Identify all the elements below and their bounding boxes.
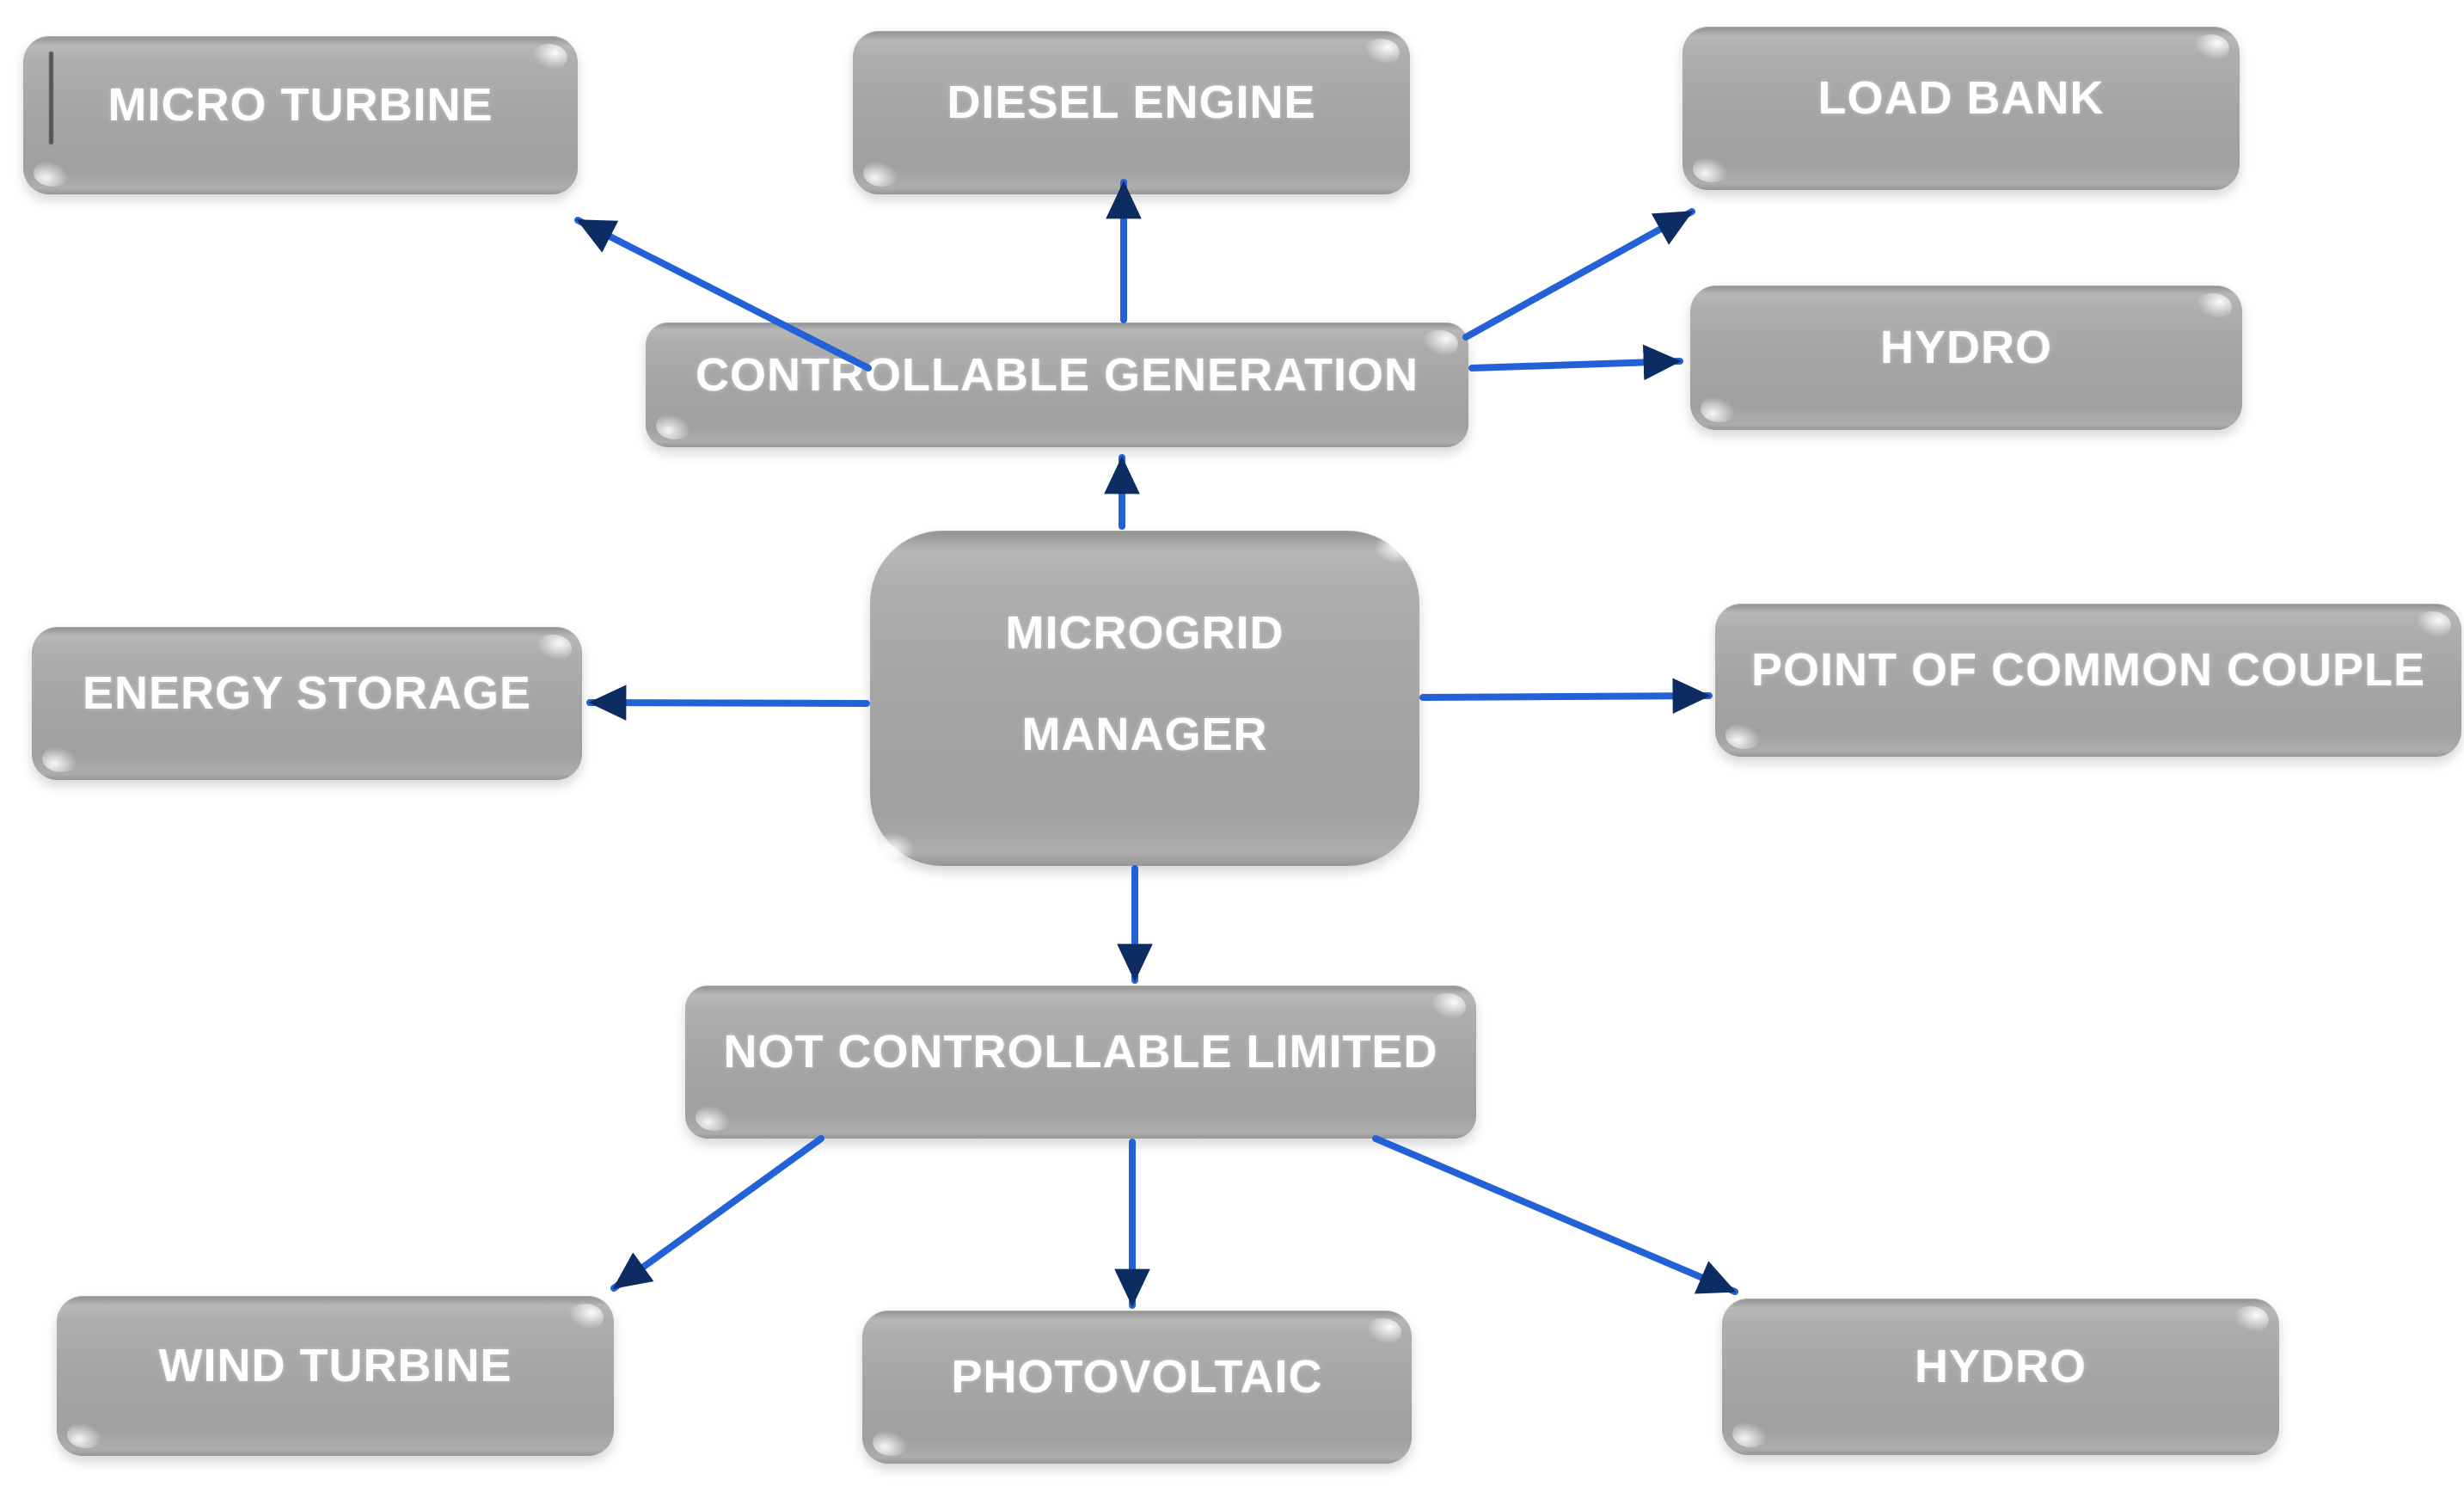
node-label: PHOTOVOLTAIC — [951, 1351, 1323, 1403]
node-hydro-top: HYDRO — [1690, 286, 2242, 430]
arrow-not-controllable-limited-to-hydro — [1372, 1135, 1738, 1295]
arrow-microgrid-manager-to-point-of-common-couple — [1419, 678, 1713, 715]
node-photovoltaic: PHOTOVOLTAIC — [862, 1311, 1412, 1464]
node-load-bank: LOAD BANK — [1683, 27, 2240, 190]
node-wind-turbine: WIND TURBINE — [57, 1296, 614, 1456]
node-microgrid-manager: MICROGRID MANAGER — [870, 531, 1419, 866]
node-point-of-common-couple: POINT OF COMMON COUPLE — [1715, 604, 2461, 757]
arrow-controllable-generation-to-hydro — [1468, 344, 1683, 381]
node-label: ENERGY STORAGE — [82, 667, 532, 719]
arrow-controllable-generation-to-micro-turbine — [574, 217, 872, 372]
node-controllable-generation: CONTROLLABLE GENERATION — [646, 322, 1468, 447]
node-label: HYDRO — [1914, 1341, 2087, 1392]
node-label: MICRO TURBINE — [107, 79, 493, 131]
node-label: DIESEL ENGINE — [947, 77, 1316, 128]
text-cursor — [49, 52, 53, 144]
node-label-line-1: MICROGRID — [1005, 607, 1284, 659]
node-label-line-2: MANAGER — [1021, 709, 1268, 760]
node-label: LOAD BANK — [1817, 72, 2105, 124]
node-micro-turbine: MICRO TURBINE — [23, 36, 578, 194]
node-label: HYDRO — [1879, 322, 2052, 373]
node-label: CONTROLLABLE GENERATION — [696, 348, 1419, 401]
node-label: POINT OF COMMON COUPLE — [1751, 644, 2425, 696]
node-label: NOT CONTROLLABLE LIMITED — [723, 1026, 1438, 1078]
node-label: WIND TURBINE — [158, 1340, 512, 1391]
node-not-controllable-limited: NOT CONTROLLABLE LIMITED — [685, 986, 1476, 1139]
arrow-controllable-generation-to-load-bank — [1462, 208, 1695, 341]
node-energy-storage: ENERGY STORAGE — [32, 627, 582, 780]
node-hydro-bottom: HYDRO — [1722, 1299, 2279, 1455]
arrow-not-controllable-limited-to-wind-turbine — [610, 1135, 824, 1292]
node-diesel-engine: DIESEL ENGINE — [853, 31, 1410, 194]
